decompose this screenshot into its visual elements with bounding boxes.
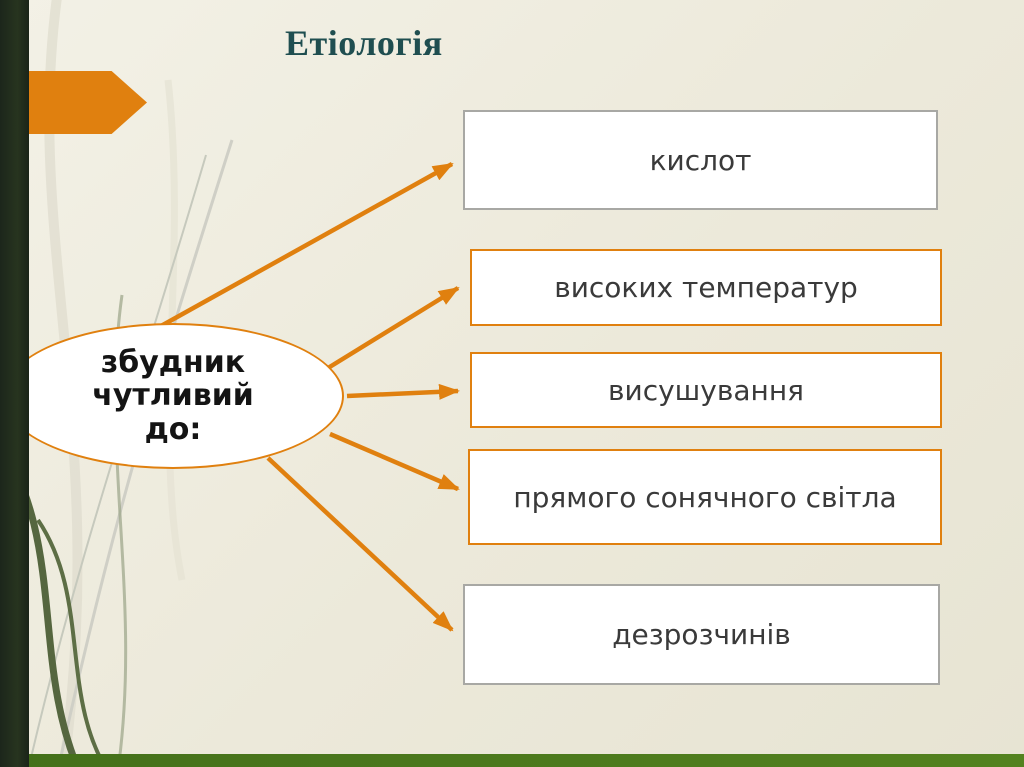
ellipse-label-line-2: чутливий (92, 378, 254, 414)
arrow-to-box-2 (326, 286, 460, 370)
bottom-accent-bar (0, 754, 1024, 767)
box-disinfectants: дезрозчинів (463, 584, 940, 685)
arrow-to-box-5 (266, 456, 454, 632)
accent-arrow-shape (29, 71, 147, 134)
arrow-to-box-3 (346, 383, 460, 400)
ellipse-label: збудник чутливий до: (92, 346, 254, 447)
box-high-temperatures-label: високих температур (554, 271, 858, 304)
box-disinfectants-label: дезрозчинів (612, 618, 791, 651)
arrow-to-box-1 (150, 162, 454, 333)
left-edge-bar (0, 0, 29, 767)
source-ellipse: збудник чутливий до: (2, 323, 344, 469)
ellipse-label-line-3: до: (144, 411, 202, 447)
slide-title: Етіологія (285, 23, 443, 63)
arrow-to-box-4 (329, 431, 460, 492)
box-direct-sunlight: прямого сонячного світла (468, 449, 942, 545)
box-acids: кислот (463, 110, 938, 210)
box-high-temperatures: високих температур (470, 249, 942, 326)
box-drying-label: висушування (608, 373, 804, 407)
box-drying: висушування (470, 352, 942, 428)
box-direct-sunlight-label: прямого сонячного світла (513, 480, 897, 514)
ellipse-label-line-1: збудник (100, 344, 246, 380)
box-acids-label: кислот (649, 143, 752, 177)
